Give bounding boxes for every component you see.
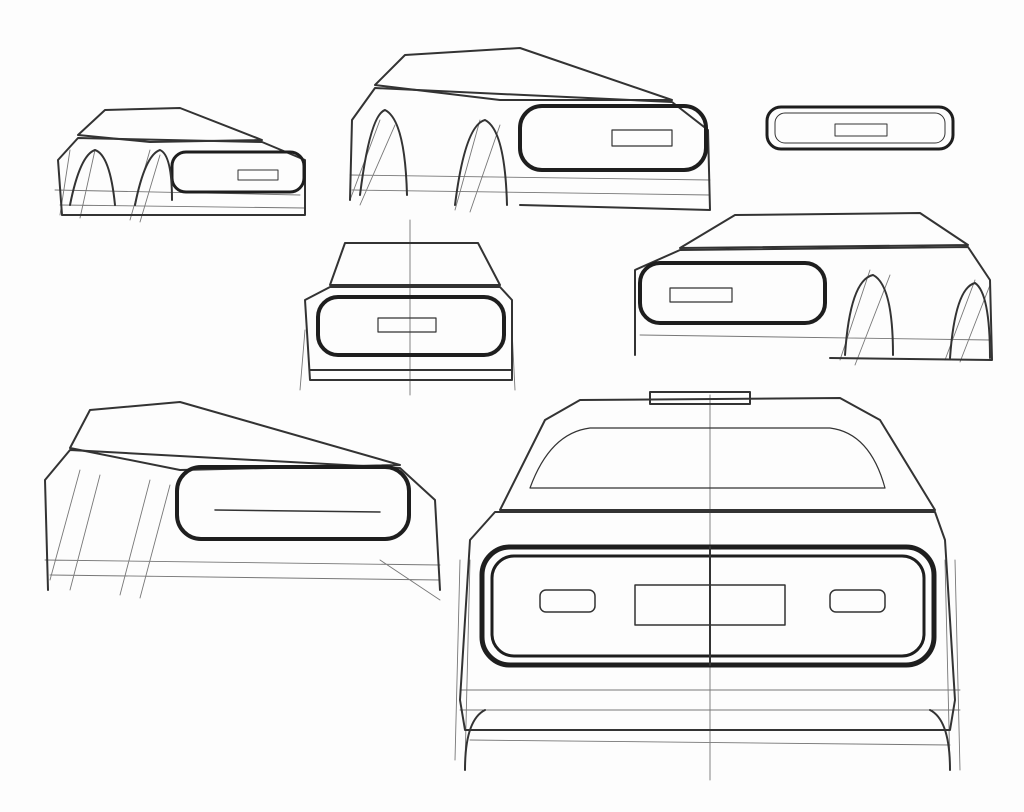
sketch-rear-three-quarter-small <box>54 107 306 223</box>
sketch-taillight-bar-detail <box>765 105 955 151</box>
sketch-rear-view-small <box>299 219 516 396</box>
sketch-rear-three-quarter-right <box>634 212 993 366</box>
sketch-rear-three-quarter-low <box>44 401 441 601</box>
sketch-rear-three-quarter-top <box>349 47 711 213</box>
sketch-rear-view-large <box>454 391 961 781</box>
